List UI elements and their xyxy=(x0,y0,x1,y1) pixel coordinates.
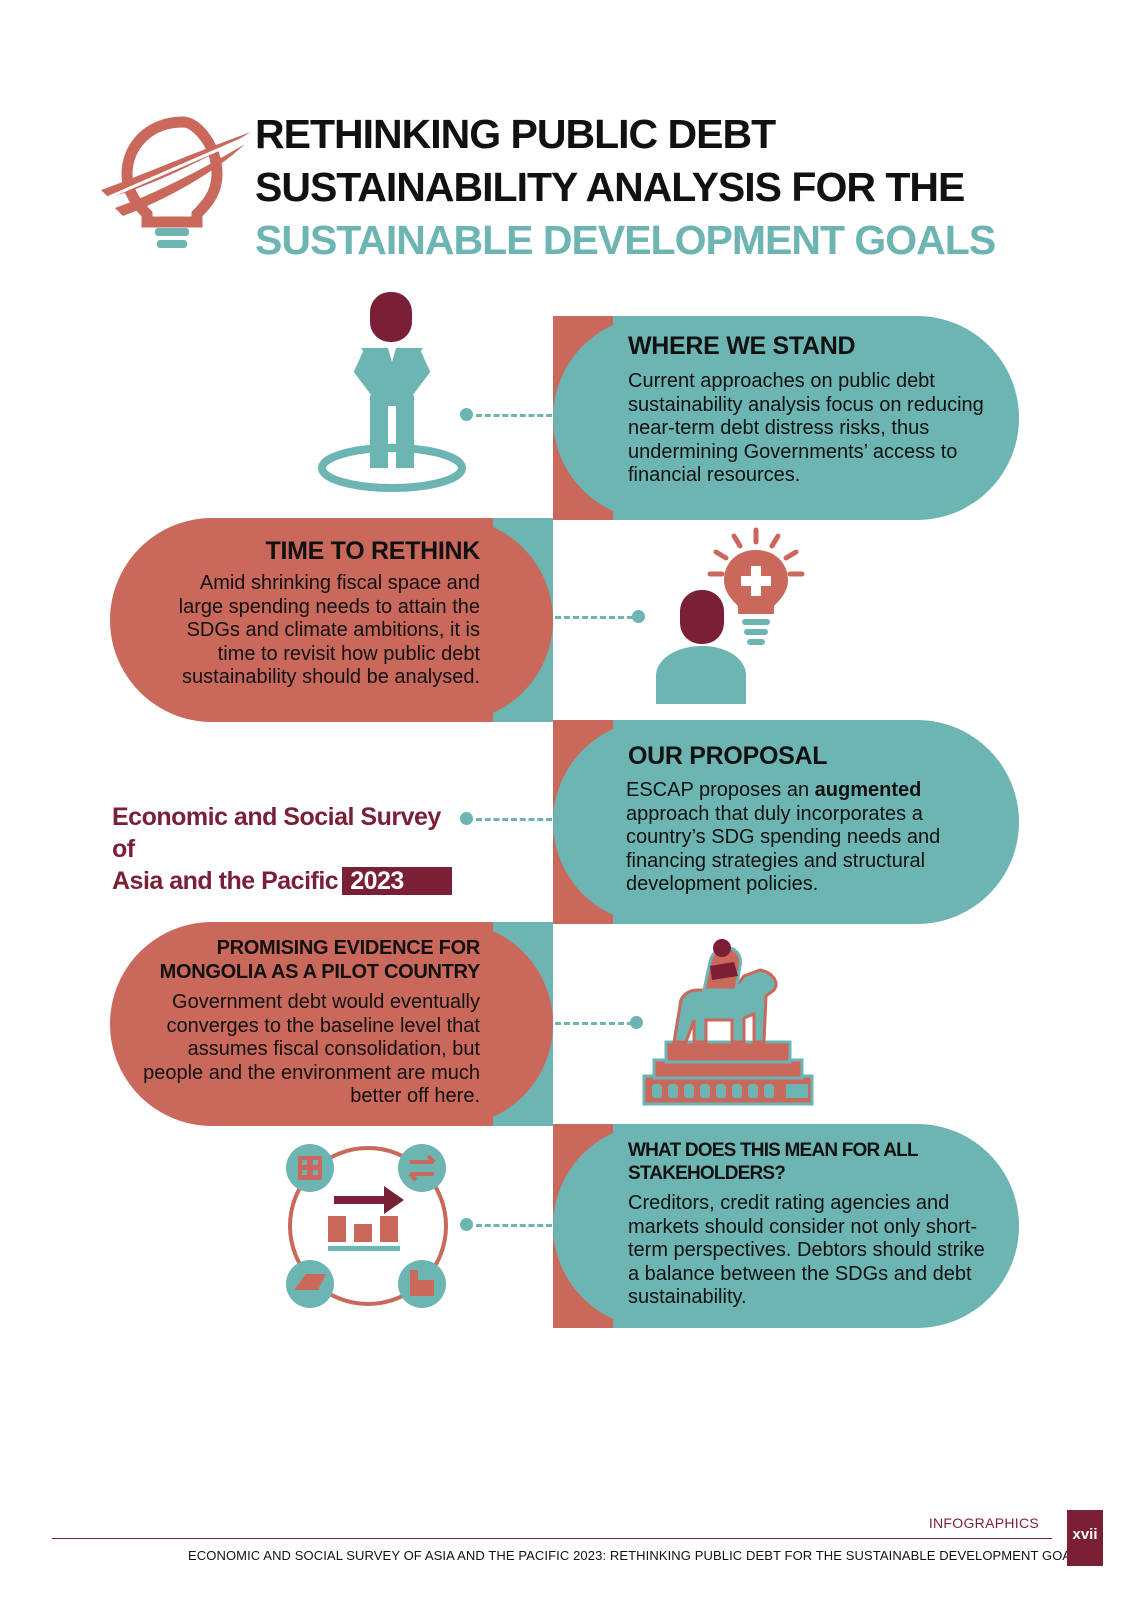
proposal-body-post: approach that duly incorporates a countr… xyxy=(626,802,941,896)
mongolia-heading-line-2: MONGOLIA AS A PILOT COUNTRY xyxy=(159,961,481,983)
lightbulb-logo-icon xyxy=(101,116,251,248)
connector-line-1 xyxy=(476,414,552,417)
title-line-2: SUSTAINABILITY ANALYSIS FOR THE xyxy=(255,164,965,210)
stakeholders-heading-line-1: WHAT DOES THIS MEAN FOR ALL xyxy=(628,1140,919,1161)
proposal-body-bold: augmented xyxy=(814,779,922,801)
connector-line-4 xyxy=(555,1022,633,1025)
our-proposal-heading: OUR PROPOSAL xyxy=(628,742,828,770)
connector-dot-5 xyxy=(460,1218,473,1231)
connector-dot-4 xyxy=(630,1016,643,1029)
finance-cycle-icon xyxy=(286,1144,448,1308)
stakeholders-heading: WHAT DOES THIS MEAN FOR ALL STAKEHOLDERS… xyxy=(628,1139,919,1185)
connector-line-2 xyxy=(555,616,633,619)
connector-dot-3 xyxy=(460,812,473,825)
footer-section-label: INFOGRAPHICS xyxy=(928,1515,1039,1531)
footer-divider xyxy=(52,1538,1052,1539)
proposal-body-pre: ESCAP proposes an xyxy=(626,779,815,801)
standing-person-icon xyxy=(318,292,466,492)
connector-line-5 xyxy=(476,1224,552,1227)
stakeholders-heading-line-2: STAKEHOLDERS? xyxy=(628,1163,786,1184)
title-line-3: SUSTAINABLE DEVELOPMENT GOALS xyxy=(255,217,996,263)
equestrian-statue-icon xyxy=(642,939,814,1106)
person-with-idea-icon xyxy=(656,527,805,704)
survey-label: Economic and Social Survey of Asia and t… xyxy=(112,801,462,897)
mongolia-body: Government debt would eventually converg… xyxy=(143,991,480,1107)
survey-label-line-2: Asia and the Pacific xyxy=(112,867,339,895)
connector-line-3 xyxy=(476,818,552,821)
page-number-badge: xvii xyxy=(1067,1510,1103,1566)
where-we-stand-heading: WHERE WE STAND xyxy=(628,332,856,360)
footer-text: ECONOMIC AND SOCIAL SURVEY OF ASIA AND T… xyxy=(188,1548,1088,1563)
title-line-1: RETHINKING PUBLIC DEBT xyxy=(255,111,776,157)
our-proposal-body: ESCAP proposes an augmented approach tha… xyxy=(626,779,966,897)
survey-label-line-1: Economic and Social Survey of xyxy=(112,803,441,863)
page-title: RETHINKING PUBLIC DEBT SUSTAINABILITY AN… xyxy=(255,108,1075,267)
time-to-rethink-body: Amid shrinking fiscal space and large sp… xyxy=(178,572,480,688)
mongolia-heading-line-1: PROMISING EVIDENCE FOR xyxy=(216,937,481,959)
connector-dot-2 xyxy=(632,610,645,623)
mongolia-heading: PROMISING EVIDENCE FOR MONGOLIA AS A PIL… xyxy=(120,936,481,984)
stakeholders-body: Creditors, credit rating agencies and ma… xyxy=(628,1192,985,1308)
time-to-rethink-heading: TIME TO RETHINK xyxy=(265,537,481,565)
connector-dot-1 xyxy=(460,408,473,421)
survey-year-badge: 2023 xyxy=(342,867,453,895)
where-we-stand-body: Current approaches on public debt sustai… xyxy=(628,370,984,486)
